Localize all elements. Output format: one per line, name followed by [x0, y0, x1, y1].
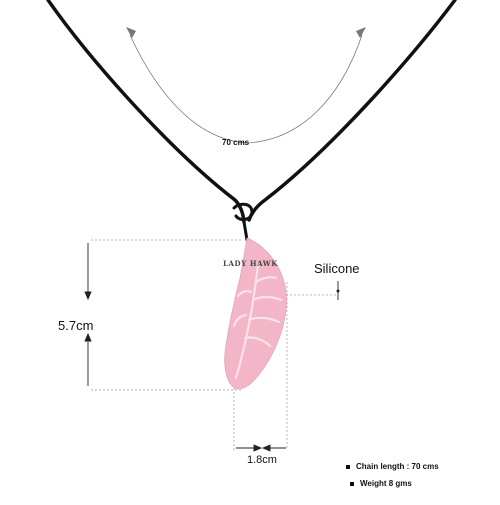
chain-length-arc: [126, 27, 366, 144]
material-label: Silicone: [314, 261, 360, 276]
arrow-up-left-icon: [126, 27, 136, 38]
arrow-up-right-icon: [356, 27, 366, 38]
feather-pendant-icon: [224, 237, 287, 390]
height-dimension: [84, 243, 92, 386]
height-label: 5.7cm: [58, 318, 94, 333]
spec-weight: Weight 8 gms: [350, 479, 412, 488]
brand-label: LADY HAWK: [223, 259, 278, 268]
chain-length-label: 70 cms: [222, 138, 250, 147]
material-pointer: [336, 281, 340, 300]
spec-chain-length-text: Chain length : 70 cms: [356, 462, 439, 471]
width-dimension: [236, 444, 286, 452]
bullet-square-icon: [350, 481, 354, 486]
width-label: 1.8cm: [247, 454, 277, 466]
spec-chain-length: Chain length : 70 cms: [346, 462, 439, 471]
necklace-cord: [46, 0, 457, 242]
dimension-guides: [91, 239, 336, 450]
bullet-square-icon: [346, 464, 350, 469]
spec-weight-text: Weight 8 gms: [360, 479, 412, 488]
